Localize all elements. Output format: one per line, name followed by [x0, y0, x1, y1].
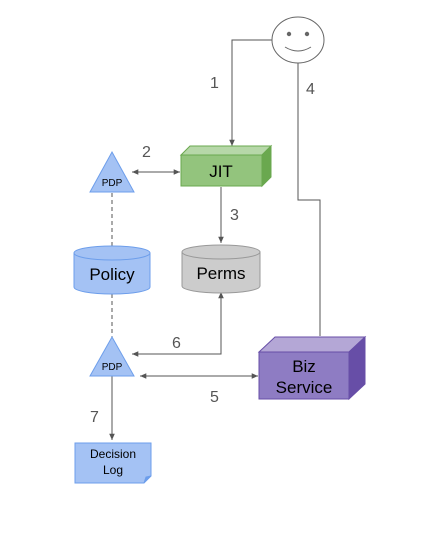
- pdp-top-triangle: PDP: [89, 150, 135, 193]
- edge-label-1: 1: [210, 75, 219, 92]
- edge-user-to-biz-service: [297, 63, 321, 336]
- policy-label: Policy: [89, 265, 135, 284]
- edge-user-to-jit: [229, 39, 272, 146]
- pdp-top-label: PDP: [102, 178, 123, 189]
- decision-log-document: Decision Log: [74, 442, 152, 484]
- edge-label-4: 4: [306, 81, 315, 98]
- biz-service-label-line2: Service: [276, 378, 333, 397]
- edge-label-5: 5: [210, 389, 219, 406]
- edge-label-2: 2: [142, 144, 151, 161]
- policy-cylinder: Policy: [73, 245, 151, 295]
- edge-perms-to-pdp: [132, 292, 224, 357]
- biz-service-box: Biz Service: [257, 335, 367, 401]
- pdp-bottom-label: PDP: [102, 362, 123, 373]
- decision-log-label-line1: Decision: [90, 447, 136, 461]
- edge-label-7: 7: [90, 409, 99, 426]
- edge-label-6: 6: [172, 335, 181, 352]
- edges: [109, 39, 321, 440]
- jit-box: JIT: [179, 144, 273, 188]
- perms-label: Perms: [196, 264, 245, 283]
- biz-service-label-line1: Biz: [292, 357, 316, 376]
- pdp-bottom-triangle: PDP: [89, 335, 135, 377]
- edge-label-3: 3: [230, 207, 239, 224]
- jit-label: JIT: [209, 162, 233, 181]
- decision-log-label-line2: Log: [103, 463, 123, 477]
- perms-cylinder: Perms: [181, 244, 261, 294]
- smiley-face-icon: [271, 16, 325, 64]
- edge-labels: 1 2 3 4 5 6 7: [90, 75, 315, 426]
